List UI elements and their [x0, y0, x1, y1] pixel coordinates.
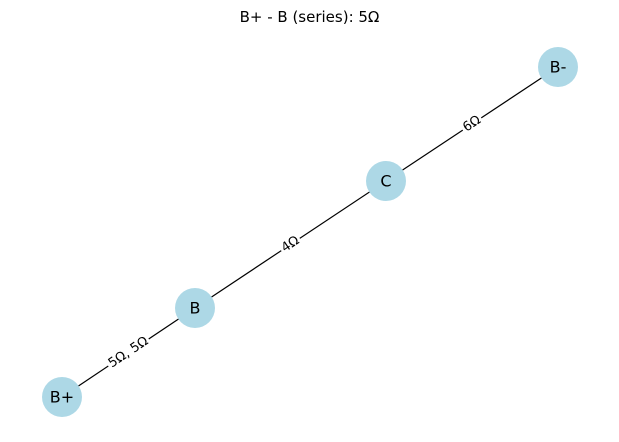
node-label: B [190, 299, 201, 318]
node-label: B- [550, 58, 567, 77]
edge-label: 5Ω, 5Ω [106, 334, 152, 371]
edge-label: 6Ω [460, 113, 484, 136]
node-circle [175, 288, 215, 328]
diagram-title: B+ - B (series): 5Ω [239, 8, 380, 26]
node-circle [366, 161, 406, 201]
node-bminus: B- [538, 47, 578, 87]
edge-label: 4Ω [279, 233, 303, 256]
nodes-layer: B+ B C B- [42, 47, 578, 417]
node-label: C [380, 172, 391, 191]
edge-label-group-1: 4Ω [276, 231, 305, 258]
edge-label-background [458, 111, 486, 137]
node-circle [538, 47, 578, 87]
node-b: B [175, 288, 215, 328]
edge-label-background [276, 231, 305, 258]
edge-labels-layer: 5Ω, 5Ω 4Ω 6Ω [103, 111, 486, 373]
node-bplus: B+ [42, 377, 82, 417]
node-c: C [366, 161, 406, 201]
node-circle [42, 377, 82, 417]
edge-label-background [103, 332, 154, 373]
edge-label-group-0: 5Ω, 5Ω [103, 332, 154, 373]
node-label: B+ [50, 388, 74, 407]
edge-label-group-2: 6Ω [458, 111, 486, 137]
